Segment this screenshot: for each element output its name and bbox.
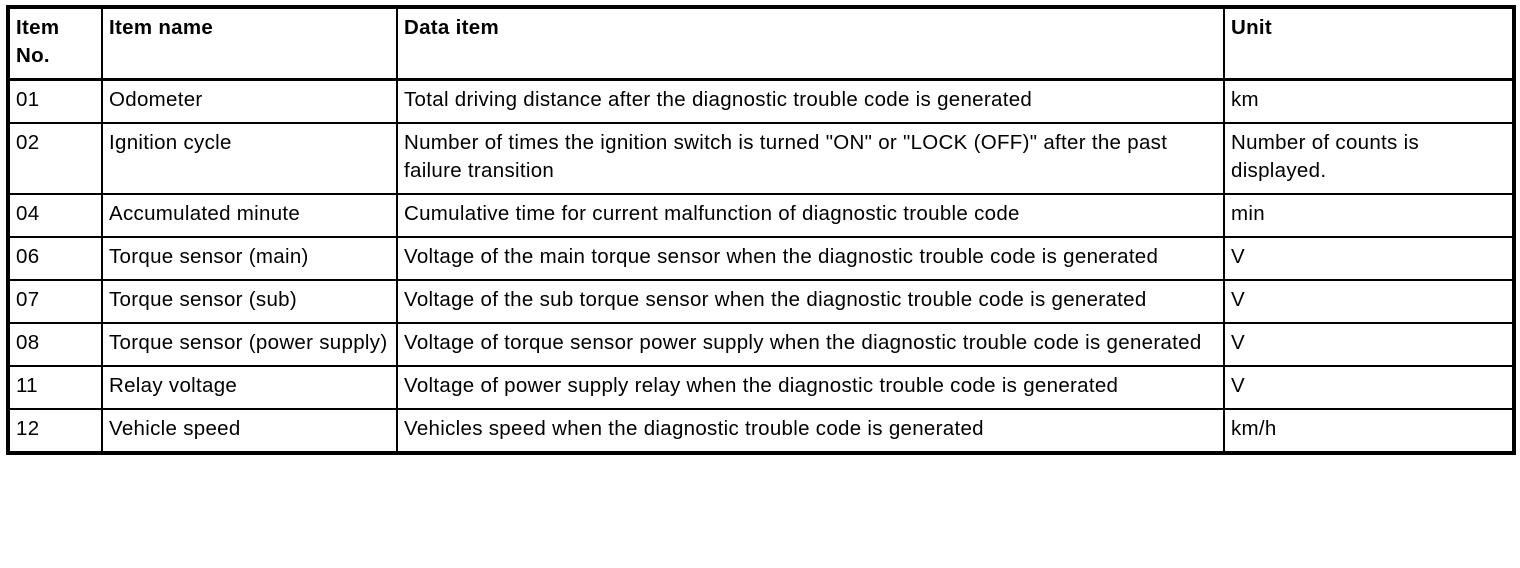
column-header-data-item: Data item [396,6,1225,81]
cell-item-no: 06 [7,236,103,281]
cell-data-item: Voltage of power supply relay when the d… [396,365,1225,410]
cell-item-name: Accumulated minute [101,193,398,238]
cell-unit: V [1223,236,1515,281]
cell-item-no: 04 [7,193,103,238]
cell-item-no: 02 [7,122,103,195]
cell-data-item: Total driving distance after the diagnos… [396,78,1225,124]
cell-item-no: 01 [7,78,103,124]
column-header-unit: Unit [1223,6,1515,81]
cell-item-name: Torque sensor (sub) [101,279,398,324]
cell-unit: km [1223,78,1515,124]
cell-item-no: 11 [7,365,103,410]
cell-unit: V [1223,322,1515,367]
cell-data-item: Voltage of the sub torque sensor when th… [396,279,1225,324]
cell-data-item: Voltage of the main torque sensor when t… [396,236,1225,281]
table-header: Item No. Item name Data item Unit [7,6,1515,81]
cell-item-name: Torque sensor (main) [101,236,398,281]
cell-data-item: Cumulative time for current malfunction … [396,193,1225,238]
cell-item-no: 12 [7,408,103,454]
cell-data-item: Number of times the ignition switch is t… [396,122,1225,195]
cell-unit: Number of counts is displayed. [1223,122,1515,195]
cell-unit: V [1223,279,1515,324]
cell-unit: min [1223,193,1515,238]
column-header-item-no: Item No. [7,6,103,81]
cell-item-name: Ignition cycle [101,122,398,195]
header-row: Item No. Item name Data item Unit [7,6,1515,81]
cell-item-name: Odometer [101,78,398,124]
cell-unit: km/h [1223,408,1515,454]
cell-item-name: Torque sensor (power supply) [101,322,398,367]
cell-item-name: Relay voltage [101,365,398,410]
cell-data-item: Voltage of torque sensor power supply wh… [396,322,1225,367]
cell-item-name: Vehicle speed [101,408,398,454]
cell-item-no: 07 [7,279,103,324]
cell-unit: V [1223,365,1515,410]
column-header-item-name: Item name [101,6,398,81]
cell-item-no: 08 [7,322,103,367]
cell-data-item: Vehicles speed when the diagnostic troub… [396,408,1225,454]
